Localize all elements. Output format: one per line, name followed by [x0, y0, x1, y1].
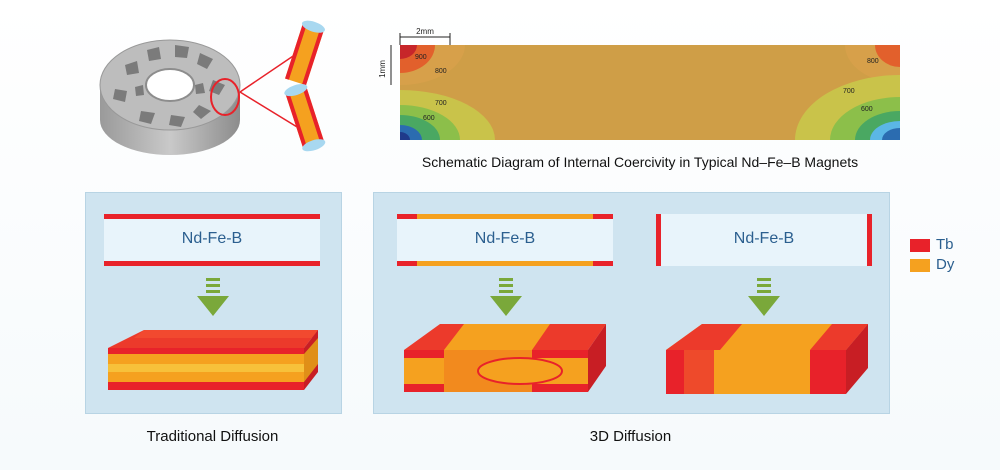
- magnet-label: Nd-Fe-B: [733, 230, 795, 247]
- dimension-width-label: 2mm: [416, 27, 434, 36]
- dy-swatch: [910, 259, 930, 272]
- 3d-diffused-block-a: [404, 324, 606, 392]
- 3d-magnet-bar-a: Nd-Fe-B: [397, 214, 613, 266]
- contour-label: 800: [435, 68, 447, 75]
- tb-top-layer: [104, 214, 320, 219]
- legend: Tb Dy: [910, 236, 990, 280]
- 3d-diffused-block-b: [666, 324, 868, 394]
- 3d-magnet-bar-b: Nd-Fe-B: [656, 214, 872, 266]
- contour-label: 900: [415, 54, 427, 61]
- down-arrow-icon: [490, 278, 522, 316]
- contour-label: 600: [423, 115, 435, 122]
- traditional-diffused-block: [108, 330, 318, 390]
- traditional-diffusion-caption: Traditional Diffusion: [146, 428, 279, 445]
- zoom-callout-lines: [239, 49, 303, 131]
- dy-bottom-layer: [397, 261, 613, 266]
- tb-top-right: [593, 214, 613, 219]
- legend-label: Dy: [936, 256, 955, 273]
- tb-top-left: [397, 214, 417, 219]
- 3d-diffusion-caption: 3D Diffusion: [589, 428, 672, 445]
- traditional-magnet-bar: Nd-Fe-B: [104, 214, 320, 266]
- coercivity-contour-diagram: 2mm 1mm 900 800 700 600 800 700 600: [378, 27, 900, 140]
- tb-bottom-layer: [104, 261, 320, 266]
- magnet-label: Nd-Fe-B: [474, 230, 536, 247]
- tb-bottom-right: [593, 261, 613, 266]
- tb-right-layer: [867, 214, 872, 266]
- tb-left-layer: [656, 214, 661, 266]
- tb-bottom-left: [397, 261, 417, 266]
- tb-swatch: [910, 239, 930, 252]
- magnified-segment-illustration: [284, 20, 326, 152]
- contour-label: 700: [435, 100, 447, 107]
- down-arrow-icon: [748, 278, 780, 316]
- contour-label: 700: [843, 88, 855, 95]
- ring-magnet-illustration: [99, 39, 241, 155]
- legend-label: Tb: [936, 236, 954, 253]
- contour-label: 600: [861, 106, 873, 113]
- contour-label: 800: [867, 58, 879, 65]
- dimension-height-label: 1mm: [378, 60, 387, 78]
- down-arrow-icon: [197, 278, 229, 316]
- magnet-label: Nd-Fe-B: [181, 230, 243, 247]
- dy-top-layer: [397, 214, 613, 219]
- coercivity-caption: Schematic Diagram of Internal Coercivity…: [421, 154, 859, 170]
